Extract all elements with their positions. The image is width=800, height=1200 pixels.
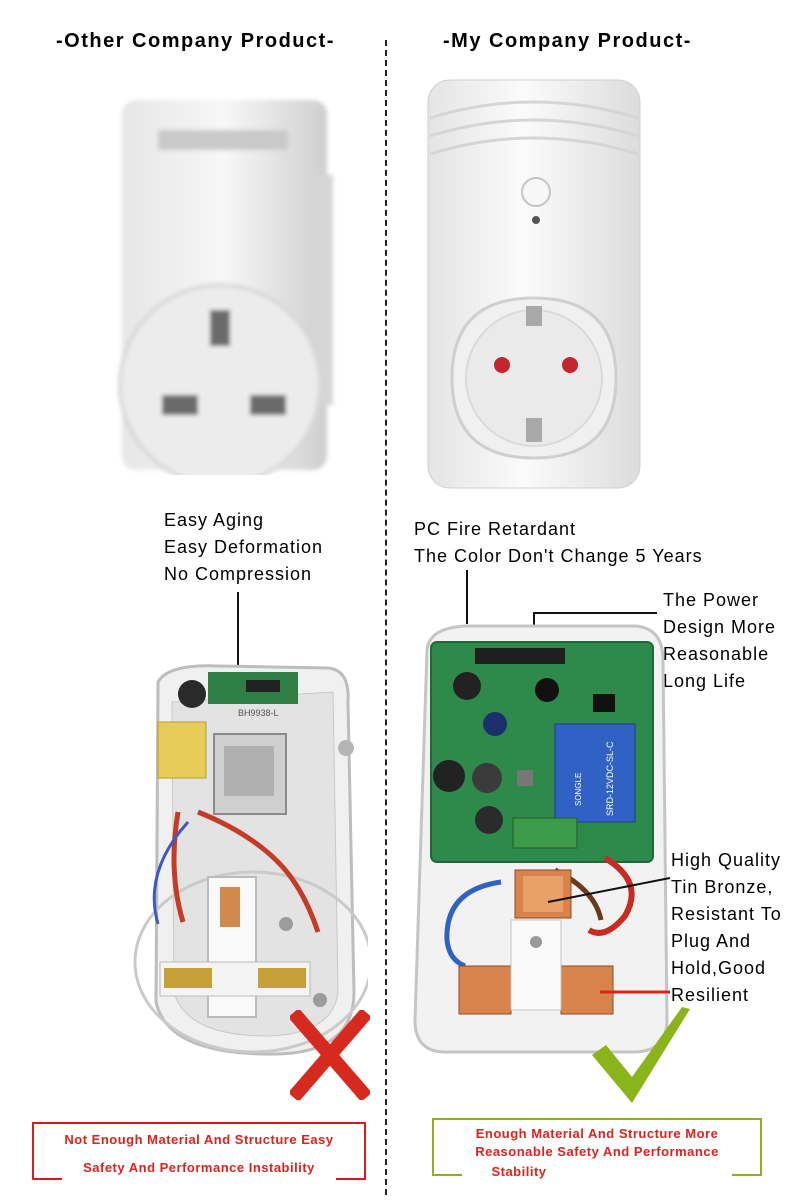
note-resistant-to: Resistant To <box>671 904 782 924</box>
quality-leader-lines <box>547 877 671 994</box>
check-mark-icon <box>592 1007 690 1103</box>
heading-my-product: -My Company Product- <box>443 30 692 52</box>
note-the-power: The Power <box>663 590 760 610</box>
right-conclusion-line2: Reasonable Safety And Performance <box>475 1144 719 1159</box>
left-note-leader-line <box>237 592 239 672</box>
right-conclusion-box: Enough Material And Structure More Reaso… <box>432 1118 762 1179</box>
note-resilient: Resilient <box>671 985 750 1005</box>
note-high-quality: High Quality <box>671 850 782 870</box>
left-conclusion-box: Not Enough Material And Structure Easy S… <box>32 1122 366 1180</box>
other-plug-photo <box>118 100 333 475</box>
quality-notes: High Quality Tin Bronze, Resistant To Pl… <box>671 847 782 1009</box>
note-easy-aging: Easy Aging <box>164 510 265 530</box>
left-pcb-label: BH9938-L <box>238 708 279 718</box>
power-leader-horizontal <box>533 612 657 614</box>
note-pc-fire-retardant: PC Fire Retardant <box>414 519 577 539</box>
note-reasonable: Reasonable <box>663 644 770 664</box>
left-notes: Easy Aging Easy Deformation No Compressi… <box>164 507 323 588</box>
note-easy-deformation: Easy Deformation <box>164 537 324 557</box>
my-internal-photo: SRD-12VDC-SL-C SONGLE <box>413 624 669 1054</box>
right-conclusion-line3: Stability <box>491 1164 547 1179</box>
right-note-leader-line <box>466 570 468 624</box>
note-color-5-years: The Color Don't Change 5 Years <box>414 546 703 566</box>
right-conclusion-line1: Enough Material And Structure More <box>475 1126 719 1141</box>
note-long-life: Long Life <box>663 671 747 691</box>
my-plug-photo <box>427 79 641 489</box>
relay-brand-label: SONGLE <box>574 773 583 806</box>
note-plug-and: Plug And <box>671 931 752 951</box>
note-design-more: Design More <box>663 617 777 637</box>
note-hold-good: Hold,Good <box>671 958 767 978</box>
cross-mark-icon <box>290 1010 370 1100</box>
note-tin-bronze: Tin Bronze, <box>671 877 774 897</box>
heading-other-product: -Other Company Product- <box>56 30 335 52</box>
left-conclusion-line1: Not Enough Material And Structure Easy <box>64 1132 334 1147</box>
center-divider <box>385 40 387 1195</box>
other-internal-photo: BH9938-L <box>133 664 368 1056</box>
note-no-compression: No Compression <box>164 564 313 584</box>
left-conclusion-line2: Safety And Performance Instability <box>83 1160 315 1175</box>
right-notes: PC Fire Retardant The Color Don't Change… <box>414 516 703 570</box>
relay-label: SRD-12VDC-SL-C <box>605 741 615 816</box>
power-notes: The Power Design More Reasonable Long Li… <box>663 587 776 695</box>
